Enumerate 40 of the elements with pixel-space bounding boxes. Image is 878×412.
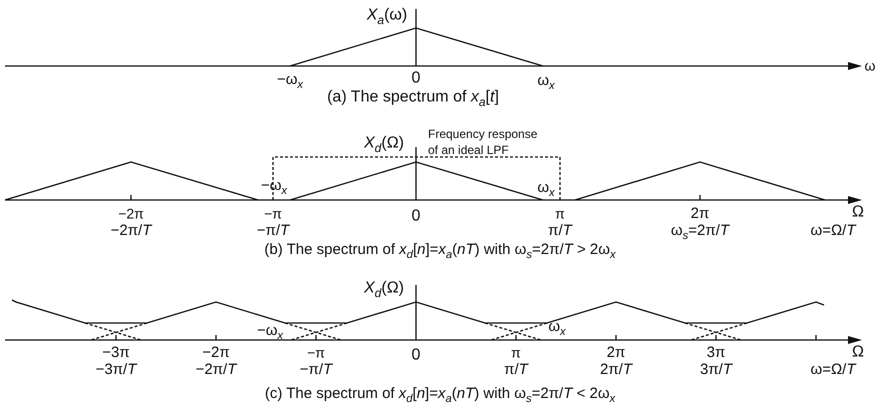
tick-label: ω$_{x}$ <box>537 180 555 196</box>
plot-caption: (b) The spectrum of x$_{d}$[n]=x$_{a}$(nT) with ω$_{s}$=2π/T > 2ω$_{x}$ <box>264 242 616 258</box>
tick-label: 0 <box>412 70 420 88</box>
axis-label: Ω <box>852 204 864 222</box>
tick-label: 2π/T <box>600 362 632 378</box>
tick-label: −π <box>307 346 325 360</box>
tick-label: −π/T <box>256 223 290 239</box>
tick-label: −2π <box>118 206 144 222</box>
axis-label: ω=Ω/T <box>810 362 856 378</box>
axis-label: X$_{a}$(ω) <box>366 8 408 24</box>
tick-label: −π/T <box>300 362 332 378</box>
axis-label: Ω <box>852 344 864 362</box>
axis-label: ω <box>864 58 876 74</box>
axis-label: ω=Ω/T <box>810 223 856 239</box>
tick-label: 2π <box>690 206 710 222</box>
tick-label: ω$_{x}$ <box>537 73 555 89</box>
tick-label: π <box>555 206 565 222</box>
tick-label: −2π <box>202 345 230 361</box>
tick-label: −2π/T <box>110 223 152 239</box>
tick-label: −3π <box>102 345 130 361</box>
plot-caption: (c) The spectrum of x$_{d}$[n]=x$_{a}$(nT) with ω$_{s}$=2π/T < 2ω$_{x}$ <box>264 386 616 402</box>
tick-label: 0 <box>412 208 420 226</box>
tick-label: 3π/T <box>700 362 732 378</box>
tick-label: ω$_{s}$=2π/T <box>670 223 730 239</box>
tick-label: 2π <box>606 345 626 361</box>
axis-label: X$_{d}$(Ω) <box>364 136 404 152</box>
tick-label: π <box>511 346 521 360</box>
tick-label: −3π/T <box>96 362 136 378</box>
tick-label: −ω$_{x}$ <box>276 72 304 88</box>
tick-label: π/T <box>548 223 572 239</box>
tick-label: −ω$_{x}$ <box>256 323 284 339</box>
plot-caption: (a) The spectrum of x$_{a}$[t] <box>327 90 499 106</box>
annotation-text: Frequency response of an ideal LPF <box>428 127 538 158</box>
tick-label: 3π <box>706 345 726 361</box>
tick-label: −2π/T <box>196 362 236 378</box>
tick-label: 0 <box>412 348 420 364</box>
axis-label: X$_{d}$(Ω) <box>364 280 404 298</box>
tick-label: ω$_{x}$ <box>548 319 566 335</box>
tick-label: −π <box>264 206 282 222</box>
tick-label: π/T <box>504 362 528 378</box>
